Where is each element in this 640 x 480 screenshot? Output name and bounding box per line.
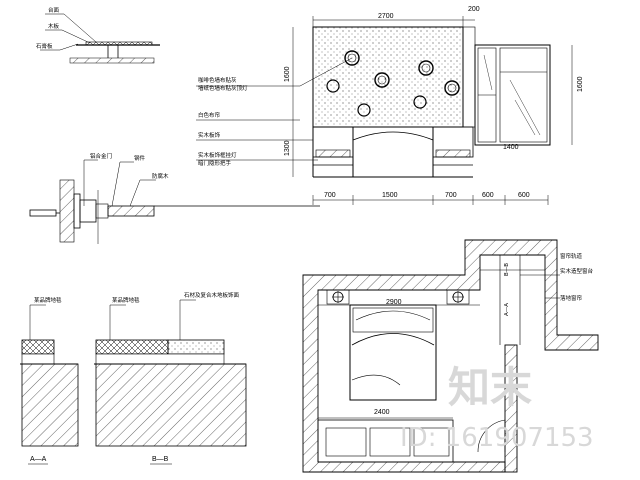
detail-wall-joint: 铝合金门 钢件 防腐木 [29,152,320,244]
bed-icon [349,304,437,401]
plan-dim-top: 2900 [386,299,402,306]
detail-top-label: 石膏板 [36,42,53,50]
detail-left-label: 防腐木 [152,172,169,180]
elev-dim-top: 200 [468,6,480,13]
elev-label: 墙纸色墙布贴灰顶灯 [198,84,248,92]
detail-top-label: 台面 [48,6,60,14]
section-a: 某品牌地毯 A—A [20,296,79,465]
watermark: 知末 ID: 161907153 [400,363,594,453]
section-a-caption: A—A [30,456,47,463]
watermark-brand: 知末 [448,363,532,412]
detail-top-label: 木板 [48,22,60,30]
elev-dim-bottom: 700 [445,192,457,199]
elev-label: 实木板饰框挂灯 [198,151,237,159]
elev-dim-small: 1400 [503,144,519,151]
plan-dim-bottom: 2400 [374,409,390,416]
detail-left-label: 铝合金门 [90,152,112,160]
section-a-label: 某品牌地毯 [34,296,62,304]
elev-label: 暗门隐形把手 [198,159,232,167]
plan-label: A—A [504,303,510,316]
section-b-caption: B—B [152,456,169,463]
elev-dim-top: 2700 [378,13,394,20]
plan-label: 落地窗帘 [560,294,583,302]
detail-left-label: 钢件 [134,154,146,162]
floor-plan: 2900 2400 窗帘轨道 实木造型窗台 落地窗帘 A—A B—B [302,239,599,473]
section-b-label: 石材及复合木地板饰面 [184,291,240,299]
plan-label: 窗帘轨道 [560,252,583,260]
elev-label: 实木板饰 [198,131,221,139]
elevation-view: 2700 200 1600 1300 1600 700 1500 700 600… [196,6,584,205]
watermark-id: ID: 161907153 [400,423,594,453]
plan-label: 实木造型窗台 [560,267,594,275]
elev-label: 白色布帘 [198,111,221,119]
elev-dim-left: 1600 [284,66,291,82]
elev-dim-bottom: 600 [518,192,530,199]
plan-label: B—B [504,263,510,276]
section-b: 某品牌地毯 石材及复合木地板饰面 B—B [94,291,247,465]
elev-dim-bottom: 600 [482,192,494,199]
elev-dim-bottom: 700 [324,192,336,199]
wall-lamp-icon [326,50,460,117]
elev-label: 咖啡色墙布贴灰 [198,76,237,84]
elev-dim-left: 1300 [284,140,291,156]
elev-dim-bottom: 1500 [382,192,398,199]
elev-dim-right: 1600 [577,76,584,92]
ceiling-lamp-icon [326,289,470,305]
detail-countertop: 台面 木板 石膏板 [36,6,160,64]
section-b-label: 某品牌地毯 [112,296,140,304]
